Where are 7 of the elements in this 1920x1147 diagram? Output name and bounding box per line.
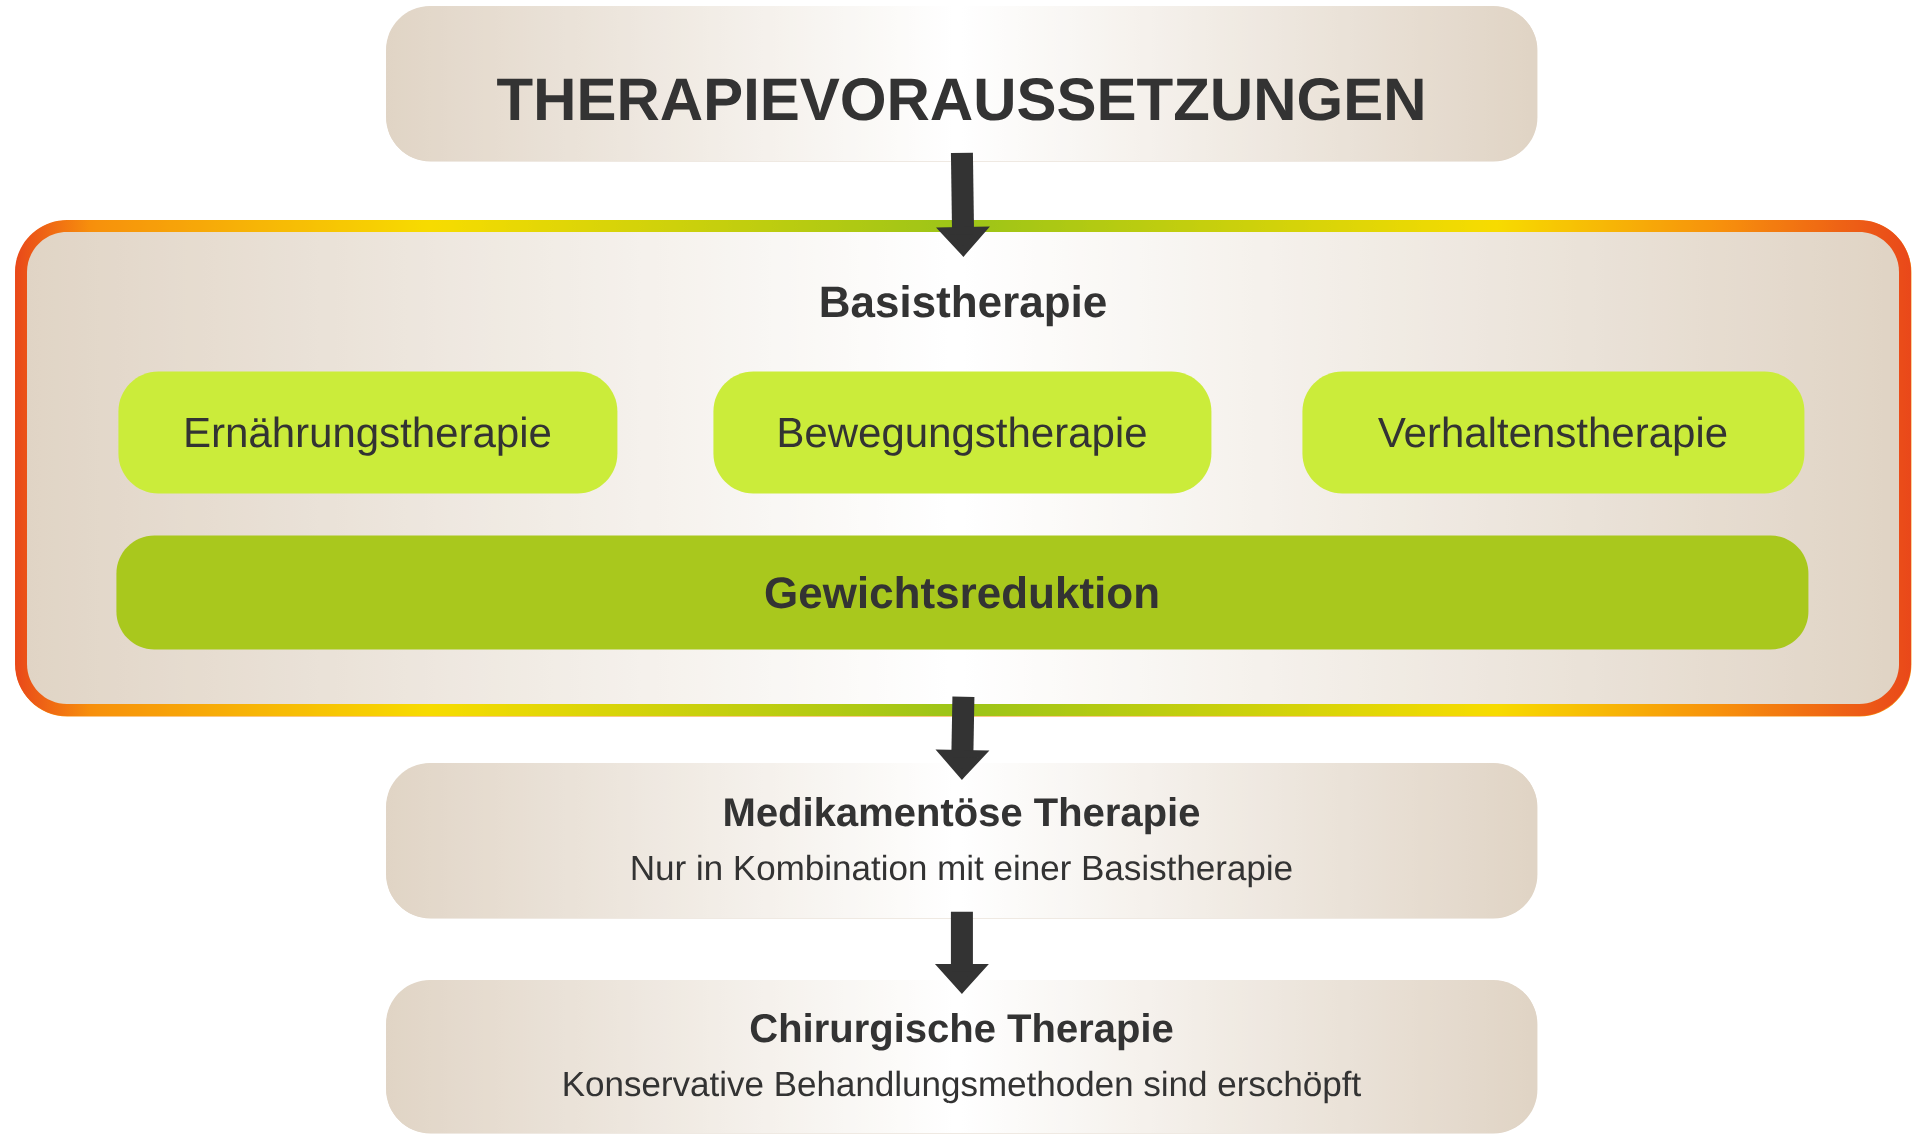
therapy-box: Verhaltenstherapie <box>1302 371 1805 494</box>
step-box: Medikamentöse Therapie Nur in Kombination mit einer Basistherapie <box>386 763 1538 919</box>
step-box: Chirurgische Therapie Konservative Behandlungsmethoden sind erschöpft <box>386 980 1538 1134</box>
heading-box: THERAPIEVORAUSSETZUNGEN <box>386 6 1538 162</box>
therapy-box: Bewegungstherapie <box>713 371 1212 494</box>
result-bar: Gewichtsreduktion <box>116 535 1809 650</box>
therapy-box: Ernährungstherapie <box>118 371 618 494</box>
